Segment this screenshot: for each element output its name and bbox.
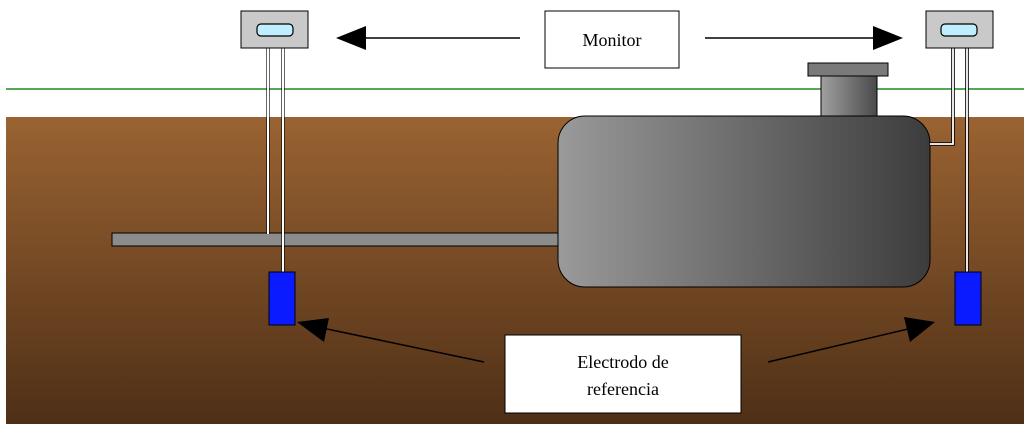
- electrode-label-line1: Electrodo de: [577, 352, 668, 372]
- arrow-to-left-electrode: [307, 324, 485, 363]
- electrode-label-box: [504, 334, 742, 414]
- monitor-label: Monitor: [582, 30, 641, 50]
- tank-neck: [820, 73, 878, 121]
- pipe: [111, 232, 568, 247]
- reference-electrode-icon: [954, 271, 982, 326]
- electrode-label-line2: referencia: [587, 379, 659, 399]
- monitor-label-box: [544, 10, 680, 69]
- underground-tank: [557, 115, 931, 288]
- monitor-icon: [925, 10, 994, 49]
- tank-flange: [807, 62, 889, 77]
- reference-electrode-icon: [268, 271, 296, 326]
- arrow-to-right-electrode: [767, 324, 926, 363]
- monitor-icon: [240, 10, 309, 49]
